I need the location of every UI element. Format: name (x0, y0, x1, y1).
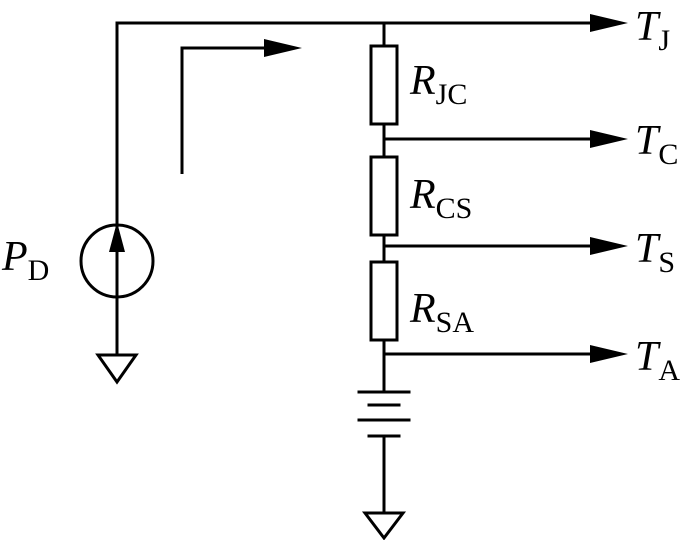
label-ta-main: T (635, 334, 659, 380)
resistor-rjc-icon (369, 44, 399, 126)
label-rsa: RSA (410, 286, 474, 338)
ta-arrowhead-icon (590, 345, 628, 363)
label-ts: TS (635, 226, 675, 278)
ts-arrowhead-icon (590, 237, 628, 255)
label-tj-sub: J (658, 24, 671, 57)
label-ts-sub: S (658, 246, 676, 279)
label-rsa-sub: SA (435, 306, 475, 339)
tc-arrowhead-icon (590, 130, 628, 148)
label-pd: PD (2, 234, 49, 286)
label-rcs: RCS (410, 172, 472, 224)
label-pd-main: P (2, 234, 28, 280)
label-tj: TJ (635, 4, 670, 56)
battery-icon (357, 390, 411, 438)
label-rjc-sub: JC (435, 78, 468, 111)
resistor-rcs-icon (369, 155, 399, 237)
label-rjc: RJC (410, 58, 467, 110)
label-tc-main: T (635, 118, 659, 164)
resistor-rsa-icon (369, 260, 399, 342)
label-tc: TC (635, 118, 678, 170)
label-ta-sub: A (658, 354, 681, 387)
label-ta: TA (635, 334, 680, 386)
current-direction-arrow-icon (109, 222, 125, 252)
label-rjc-main: R (410, 58, 436, 104)
ground-icon-left (95, 353, 139, 385)
tj-arrowhead-icon (590, 14, 628, 32)
label-rcs-sub: CS (435, 192, 473, 225)
label-pd-sub: D (27, 254, 50, 287)
heat-flow-line (180, 46, 270, 174)
ground-icon-right (361, 511, 407, 540)
heat-flow-arrow-icon (264, 39, 302, 57)
label-rcs-main: R (410, 172, 436, 218)
label-tc-sub: C (658, 138, 679, 171)
label-rsa-main: R (410, 286, 436, 332)
label-tj-main: T (635, 4, 659, 50)
label-ts-main: T (635, 226, 659, 272)
